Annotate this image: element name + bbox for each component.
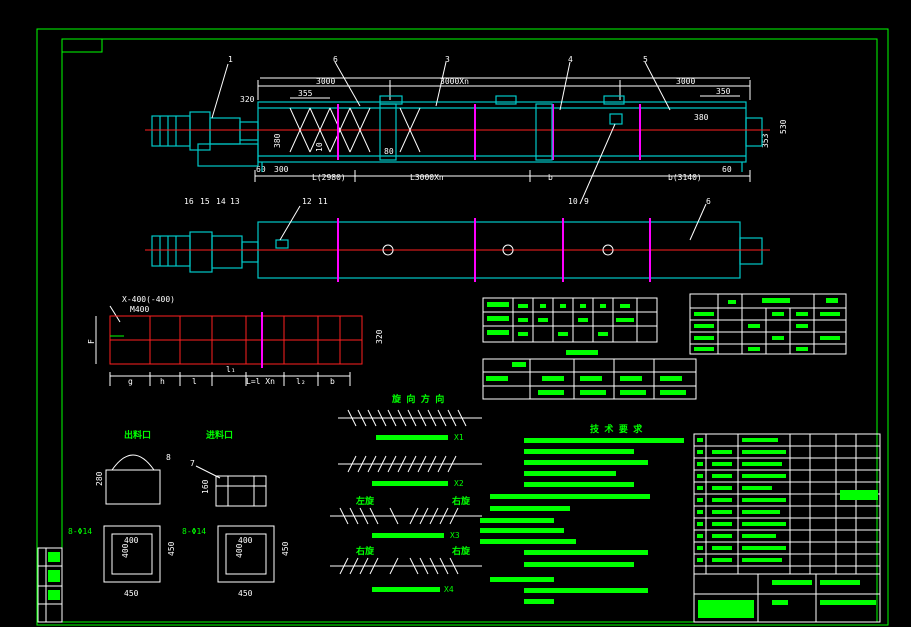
dim-530: 530 xyxy=(779,119,788,134)
screw-side-right-4: 右旋 xyxy=(451,545,471,557)
screw-rotation-diagrams: 旋 向 方 向 X1 X2 左旋 右旋 X3 右旋 右旋 X4 xyxy=(330,393,482,594)
detail-views: 出料口 进料口 8 280 7 160 8-Φ14 400 400 450 45… xyxy=(68,429,290,598)
detail-label-inlet: 进料口 xyxy=(206,429,233,441)
part-num-15: 15 xyxy=(200,197,210,206)
section-label-l: l xyxy=(192,377,197,386)
dim-10: 10 xyxy=(315,142,324,152)
dim-3000-right: 3000 xyxy=(676,77,695,86)
dim-380-left: 380 xyxy=(273,133,282,148)
section-label-b: b xyxy=(330,377,335,386)
dim-l3000xn: L3000Xn xyxy=(410,173,444,182)
dim-b3140: b(3140) xyxy=(668,173,702,182)
inner-frame xyxy=(61,38,878,623)
section-label-h: h xyxy=(160,377,165,386)
part-num-12: 12 xyxy=(302,197,312,206)
title-block xyxy=(693,433,881,623)
technical-requirements: 技 术 要 求 xyxy=(480,423,684,604)
section-sub: M400 xyxy=(130,305,149,314)
dim-l2980: L(2980) xyxy=(312,173,346,182)
dim-320: 320 xyxy=(240,95,255,104)
flange1-dim-400a: 400 xyxy=(124,536,139,545)
detail-num-8: 8 xyxy=(166,453,171,462)
part-num-11: 11 xyxy=(318,197,328,206)
dim-355: 355 xyxy=(298,89,313,98)
dim-80: 80 xyxy=(384,147,394,156)
screw-side-right-3: 右旋 xyxy=(451,495,471,507)
part-num-14: 14 xyxy=(216,197,226,206)
screw-side-left-3: 左旋 xyxy=(355,495,375,507)
screw-section-title: 旋 向 方 向 xyxy=(391,393,444,405)
dim-b: b xyxy=(548,173,553,182)
parameter-table-2 xyxy=(689,293,847,355)
screw-x4: X4 xyxy=(444,585,454,594)
part-num-13: 13 xyxy=(230,197,240,206)
flange2-dim-400a: 400 xyxy=(238,536,253,545)
flange1-dim-400b: 400 xyxy=(121,543,130,558)
screw-helix xyxy=(289,107,371,153)
dim-350: 350 xyxy=(716,87,731,96)
corner-tag xyxy=(61,38,103,53)
dim-300-left: 300 xyxy=(274,165,289,174)
outer-frame xyxy=(36,28,889,626)
section-label-l1: l₁ xyxy=(226,365,236,374)
part-num-4: 4 xyxy=(568,55,573,64)
detail-dim-280: 280 xyxy=(95,471,104,486)
detail-dim-160: 160 xyxy=(201,479,210,494)
detail-num-7: 7 xyxy=(190,459,195,468)
flange1-dim-450b: 450 xyxy=(167,541,176,556)
part-num-5: 5 xyxy=(643,55,648,64)
plan-view: 16 15 14 13 12 11 10 9 6 xyxy=(145,123,770,282)
elevation-view: 3000 3000Xn 3000 320 355 350 380 530 353… xyxy=(145,55,788,182)
section-dim-320: 320 xyxy=(375,329,384,344)
flange-holes-2: 8-Φ14 xyxy=(182,527,206,536)
part-num-10: 10 xyxy=(568,197,578,206)
part-num-6b: 6 xyxy=(706,197,711,206)
dim-3000-left: 3000 xyxy=(316,77,335,86)
revision-strip xyxy=(37,547,63,623)
flange2-dim-450b: 450 xyxy=(281,541,290,556)
parameter-table-1 xyxy=(482,297,658,343)
section-label-g: g xyxy=(128,377,133,386)
flange2-dim-450a: 450 xyxy=(238,589,253,598)
dim-3000xn: 3000Xn xyxy=(440,77,469,86)
flange1-dim-450a: 450 xyxy=(124,589,139,598)
part-num-6: 6 xyxy=(333,55,338,64)
screw-side-left-4: 右旋 xyxy=(355,545,375,557)
detail-label-outlet: 出料口 xyxy=(124,429,151,441)
section-label-lxn: L=l Xn xyxy=(246,377,275,386)
flange-holes-1: 8-Φ14 xyxy=(68,527,92,536)
screw-x1: X1 xyxy=(454,433,464,442)
section-label-l2: l₂ xyxy=(296,377,306,386)
part-num-16: 16 xyxy=(184,197,194,206)
part-num-9: 9 xyxy=(584,197,589,206)
dim-60-left: 60 xyxy=(256,165,266,174)
part-num-1: 1 xyxy=(228,55,233,64)
screw-x3: X3 xyxy=(450,531,460,540)
flange2-dim-400b: 400 xyxy=(235,543,244,558)
dim-380: 380 xyxy=(694,113,709,122)
parameter-table-3 xyxy=(482,350,697,400)
tech-req-title: 技 术 要 求 xyxy=(590,423,643,435)
part-num-3: 3 xyxy=(445,55,450,64)
dim-353: 353 xyxy=(761,133,770,148)
section-title: X-400(-400) xyxy=(122,295,175,304)
section-dim-f: F xyxy=(87,339,96,344)
trough-layout-view: X-400(-400) M400 320 F g h l l₁ L=l Xn l… xyxy=(87,295,384,386)
dim-60-right: 60 xyxy=(722,165,732,174)
screw-x2: X2 xyxy=(454,479,464,488)
